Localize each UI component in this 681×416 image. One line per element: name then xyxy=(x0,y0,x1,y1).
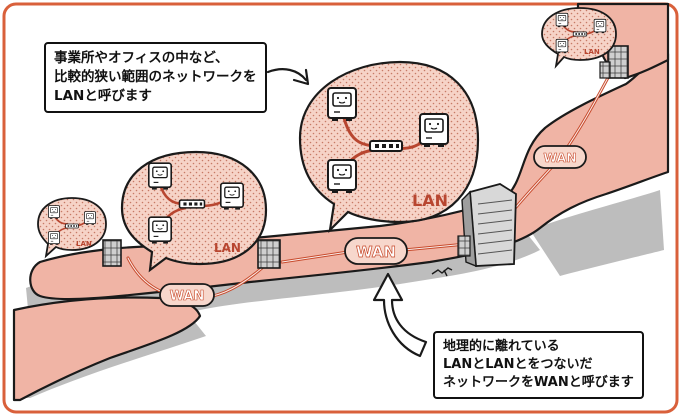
arrow-to-wan xyxy=(372,272,428,358)
svg-text:WAN: WAN xyxy=(170,289,205,304)
note-bottom-line-1: 地理的に離れている xyxy=(443,339,560,354)
lan-bubble-far-left: LAN xyxy=(37,197,107,259)
building-tower xyxy=(457,183,517,268)
svg-text:LAN: LAN xyxy=(214,241,241,255)
arrow-to-lan xyxy=(266,68,310,86)
wan-label-center: WAN xyxy=(344,237,408,265)
land-south xyxy=(12,296,202,402)
lan-bubble-left: LAN xyxy=(120,150,268,273)
svg-text:LAN: LAN xyxy=(76,240,92,248)
note-top-line-1: 事業所やオフィスの中など、 xyxy=(54,50,229,66)
lan-bubble-center: LAN xyxy=(298,60,480,234)
wan-explanation-note: 地理的に離れている LANとLANとをつないだ ネットワークをWANと呼びます xyxy=(433,331,644,399)
note-bottom-line-2: LANとLANとをつないだ xyxy=(443,357,593,372)
note-bottom-line-3: ネットワークをWANと呼びます xyxy=(443,375,634,390)
lan-explanation-note: 事業所やオフィスの中など、 比較的狭い範囲のネットワークを LANと呼びます xyxy=(44,42,267,113)
wan-label-left: WAN xyxy=(159,283,215,307)
svg-text:WAN: WAN xyxy=(543,150,576,165)
lan-bubble-top-right: LAN xyxy=(541,7,617,69)
tiny-figure xyxy=(431,267,453,277)
wan-label-right: WAN xyxy=(533,145,587,169)
note-top-line-3: LANと呼びます xyxy=(54,88,152,104)
svg-text:LAN: LAN xyxy=(584,48,600,56)
building-mid xyxy=(257,239,281,269)
building-left xyxy=(102,239,122,267)
svg-text:LAN: LAN xyxy=(412,191,448,210)
building-north xyxy=(599,45,629,79)
svg-text:WAN: WAN xyxy=(356,243,396,261)
note-top-line-2: 比較的狭い範囲のネットワークを xyxy=(54,69,257,85)
